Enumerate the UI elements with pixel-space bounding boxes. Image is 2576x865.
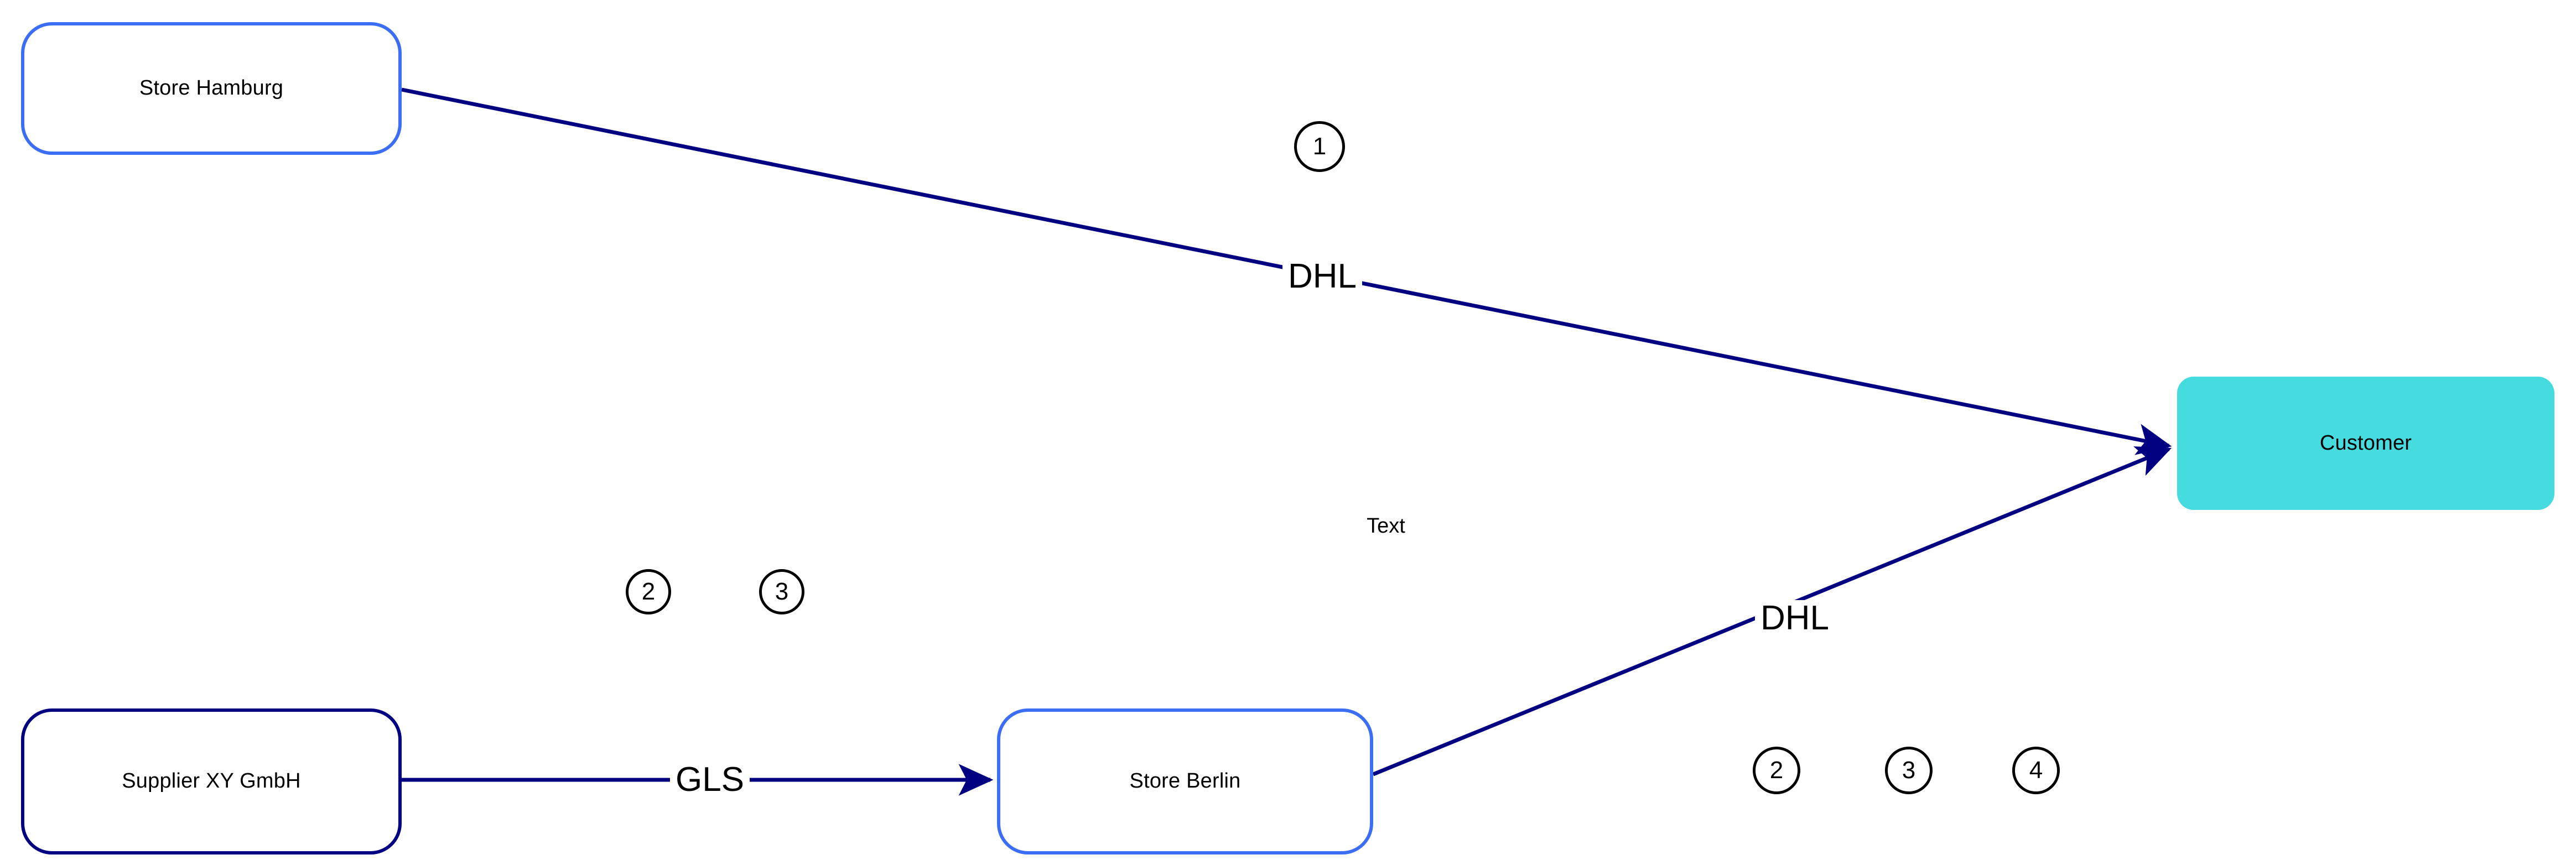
node-label-customer: Customer: [2319, 431, 2412, 455]
edge-label-dhl-berlin[interactable]: DHL: [1754, 600, 1835, 637]
step-marker-3b[interactable]: 3: [1885, 747, 1933, 794]
edge-label-gls-supplier[interactable]: GLS: [669, 762, 750, 798]
step-marker-2b[interactable]: 2: [1753, 747, 1800, 794]
node-label-store-berlin: Store Berlin: [1129, 769, 1241, 793]
node-label-store-hamburg: Store Hamburg: [139, 76, 284, 100]
edge-label-dhl-hamburg[interactable]: DHL: [1282, 258, 1363, 295]
step-marker-3a[interactable]: 3: [759, 569, 804, 614]
annotation-text[interactable]: Text: [1367, 514, 1405, 538]
node-store-berlin[interactable]: Store Berlin: [997, 708, 1373, 854]
step-marker-2a[interactable]: 2: [626, 569, 671, 614]
step-marker-4b[interactable]: 4: [2012, 747, 2060, 794]
node-supplier-xy-gmbh[interactable]: Supplier XY GmbH: [21, 708, 402, 854]
step-marker-1[interactable]: 1: [1294, 121, 1345, 172]
node-customer[interactable]: Customer: [2177, 377, 2554, 510]
node-label-supplier-xy-gmbh: Supplier XY GmbH: [122, 769, 301, 793]
node-store-hamburg[interactable]: Store Hamburg: [21, 22, 402, 155]
